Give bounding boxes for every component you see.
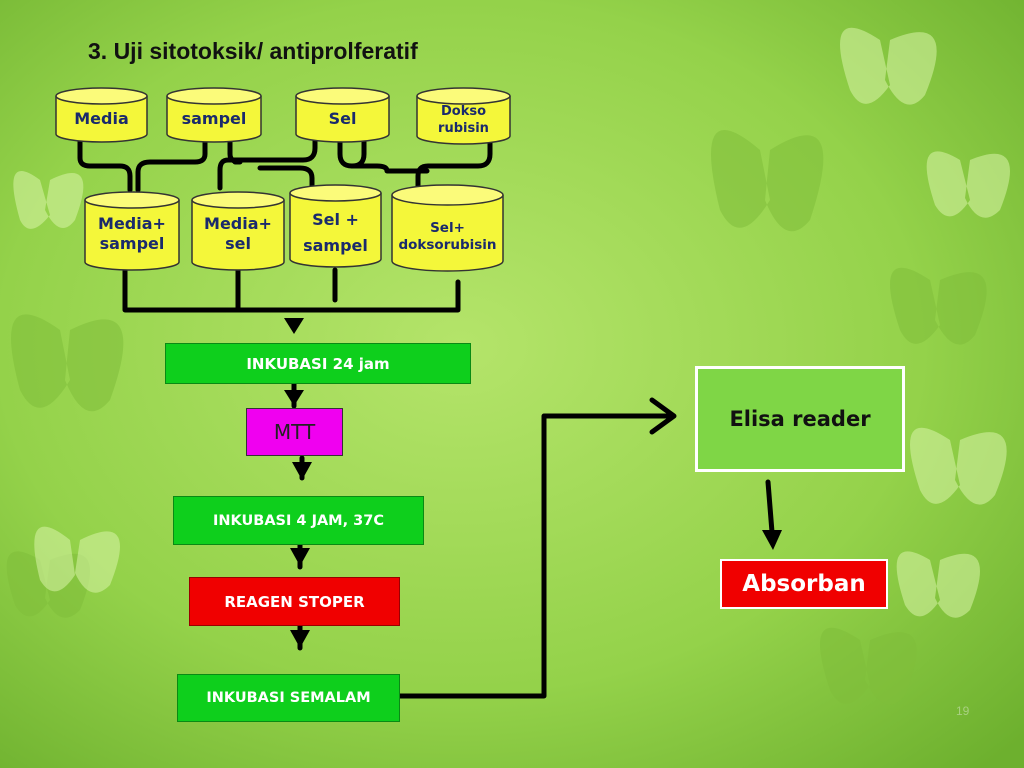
elisa-reader-box: Elisa reader — [695, 366, 905, 472]
input-sel: Sel — [294, 86, 391, 144]
input-sampel-label: sampel — [181, 109, 247, 128]
input-media-label: Media — [74, 109, 129, 128]
input-sampel: sampel — [165, 86, 263, 144]
step-incubation-24h: INKUBASI 24 jam — [165, 343, 471, 384]
step-incubation-4h: INKUBASI 4 JAM, 37C — [173, 496, 424, 545]
page-number: 19 — [956, 704, 970, 718]
input-media: Media — [54, 86, 149, 144]
step-mtt: MTT — [246, 408, 343, 456]
input-sel-label: Sel — [328, 109, 357, 128]
input-doksorubisin-label: Dokso rubisin — [438, 104, 489, 136]
mix-sel-doksorubisin: Sel+ doksorubisin — [390, 183, 505, 273]
mix-media-sampel-label: Media+ sampel — [98, 214, 166, 253]
input-doksorubisin: Dokso rubisin — [415, 86, 512, 146]
mix-sel-doksorubisin-label: Sel+ doksorubisin — [398, 220, 497, 253]
absorbance-result-box: Absorban — [720, 559, 888, 609]
mix-sel-sampel: Sel + sampel — [288, 183, 383, 269]
mix-media-sel-label: Media+ sel — [204, 214, 272, 253]
step-incubation-overnight: INKUBASI SEMALAM — [177, 674, 400, 722]
slide-title: 3. Uji sitotoksik/ antiprolferatif — [88, 38, 418, 64]
mix-media-sel: Media+ sel — [190, 190, 286, 272]
mix-media-sampel: Media+ sampel — [83, 190, 181, 272]
mix-sel-sampel-label: Sel + sampel — [303, 210, 368, 255]
step-stop-reagent: REAGEN STOPER — [189, 577, 400, 626]
